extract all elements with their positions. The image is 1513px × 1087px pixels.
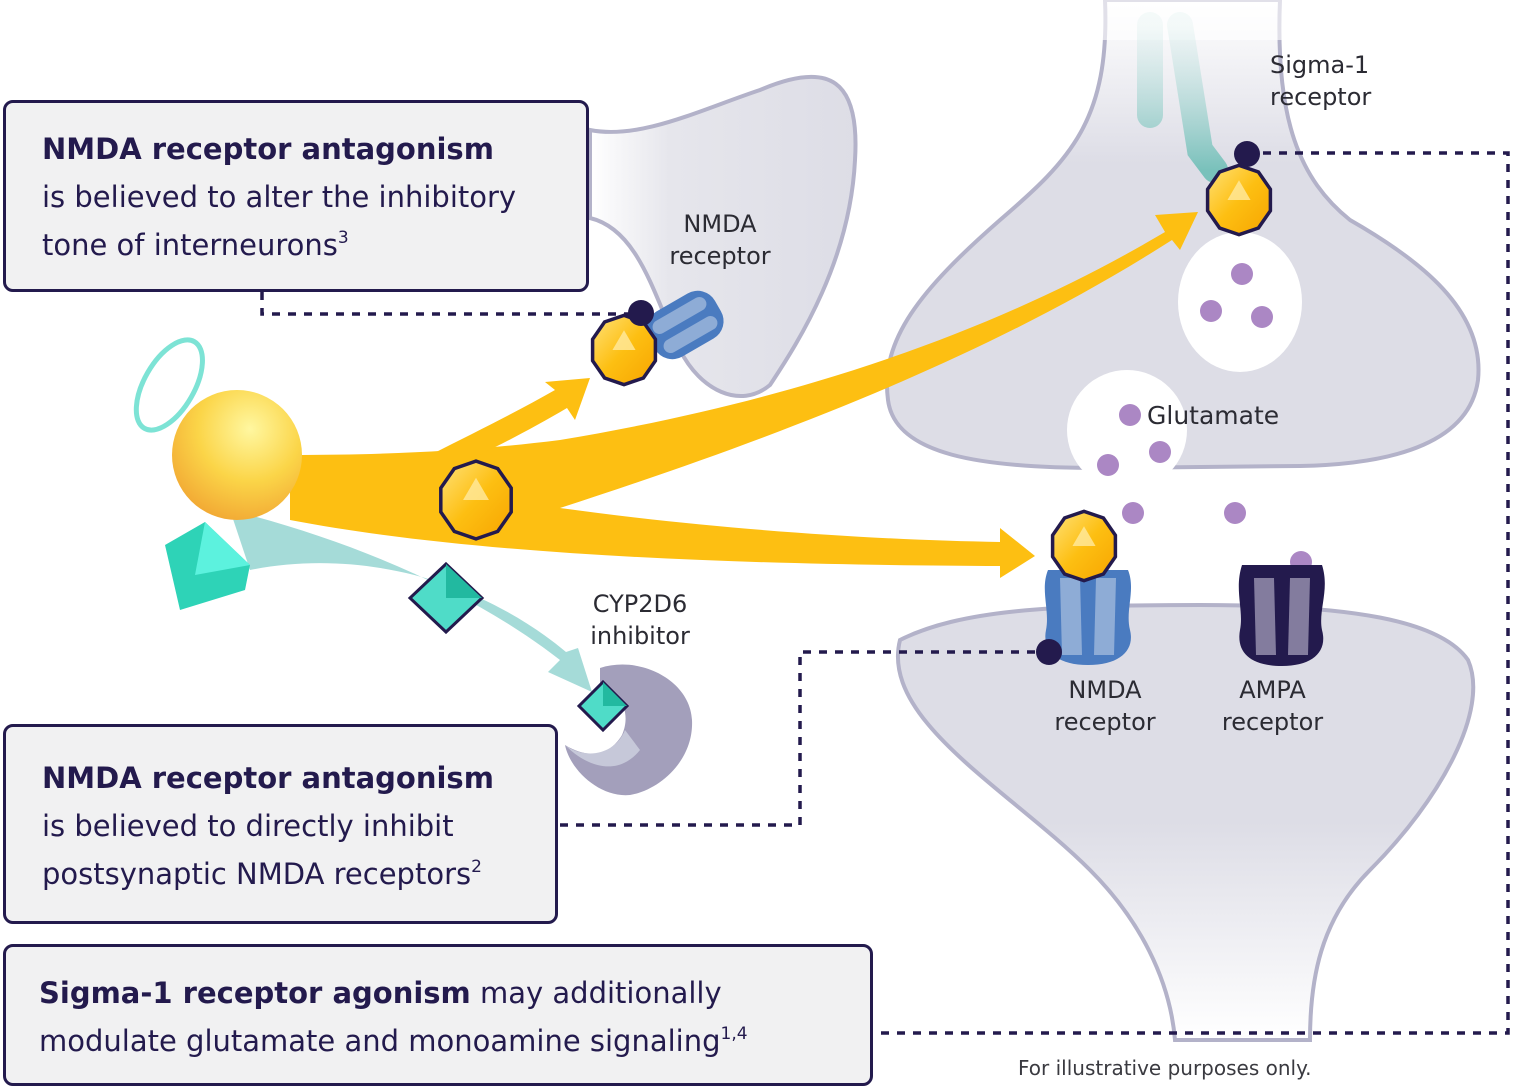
binding-point-nmda-top [628,300,654,326]
label-sigma-1-receptor: Sigma-1 receptor [1270,49,1400,113]
callout-postsynaptic-inhibition: NMDA receptor antagonism is believed to … [3,724,558,924]
connector-line-3 [876,151,1510,1035]
callout-title: NMDA receptor antagonism [42,761,494,795]
label-line: receptor [1054,708,1156,736]
callout-text: tone of interneurons [42,228,338,262]
glutamate-dot [1119,404,1141,426]
connector-line-2 [560,650,1048,827]
glutamate-dot [1251,306,1273,328]
glutamate-dot [1122,502,1144,524]
binding-point-nmda-bottom [1036,639,1062,665]
callout-text: postsynaptic NMDA receptors [42,857,472,891]
postsynaptic-neuron [896,602,1476,1042]
yellow-arrow-main [290,212,1198,578]
cyp2d6-pocket [565,730,640,767]
footnote-disclaimer: For illustrative purposes only. [1018,1056,1312,1080]
callout-sigma-agonism: Sigma-1 receptor agonism may additionall… [3,944,873,1086]
glutamate-dot [1224,502,1246,524]
label-ampa-receptor: AMPA receptor [1205,674,1340,738]
sigma-1-receptor-shape [1137,12,1228,183]
label-cyp2d6-inhibitor: CYP2D6 inhibitor [575,588,705,652]
citation: 3 [337,228,349,248]
nmda-receptor-bottom-icon [1044,570,1132,665]
label-line: AMPA [1239,676,1306,704]
drug-gem-nmda-top-icon [590,313,658,387]
label-line: Sigma-1 [1270,51,1370,79]
glutamate-dot [1231,263,1253,285]
binding-point-sigma [1234,141,1260,167]
callout-text: is believed to alter the inhibitory [42,180,517,214]
nmda-receptor-top-icon [646,290,724,360]
label-line: receptor [669,242,771,270]
citation: 2 [471,857,482,877]
drug-gem-moving-icon [439,459,513,541]
callout-interneuron-inhibition: NMDA receptor antagonism is believed to … [3,100,589,292]
label-line: NMDA [683,210,757,238]
callout-title: NMDA receptor antagonism [42,132,494,166]
label-glutamate: Glutamate [1147,401,1280,430]
label-nmda-receptor-top: NMDA receptor [660,208,780,272]
label-nmda-receptor-bottom: NMDA receptor [1040,674,1170,738]
ampa-receptor-icon [1238,565,1325,666]
drug-gem-nmda-bottom-icon [1050,509,1118,583]
glutamate-dot [1200,300,1222,322]
label-line: CYP2D6 [592,590,688,618]
cyp-inhibitor-gem-icon [407,561,485,635]
drug-molecule-icon [133,337,302,610]
teal-arrow [230,510,592,692]
yellow-arrow-branch [430,378,590,462]
label-line: receptor [1221,708,1324,736]
drug-gem-sigma-icon [1205,163,1273,237]
label-line: inhibitor [590,622,690,650]
label-line: NMDA [1068,676,1142,704]
label-line: receptor [1270,83,1372,111]
cyp-inhibitor-gem-bound-icon [576,679,630,733]
glutamate-dot [1149,441,1171,463]
callout-text: modulate glutamate and monoamine signali… [39,1024,721,1058]
callout-text: may additionally [470,976,722,1010]
callout-text: is believed to directly inhibit [42,809,454,843]
synaptic-vesicle [1178,232,1302,372]
connector-line-1 [260,292,640,316]
callout-title: Sigma-1 receptor agonism [39,976,471,1010]
glutamate-dot [1097,454,1119,476]
citation: 1,4 [720,1024,748,1044]
